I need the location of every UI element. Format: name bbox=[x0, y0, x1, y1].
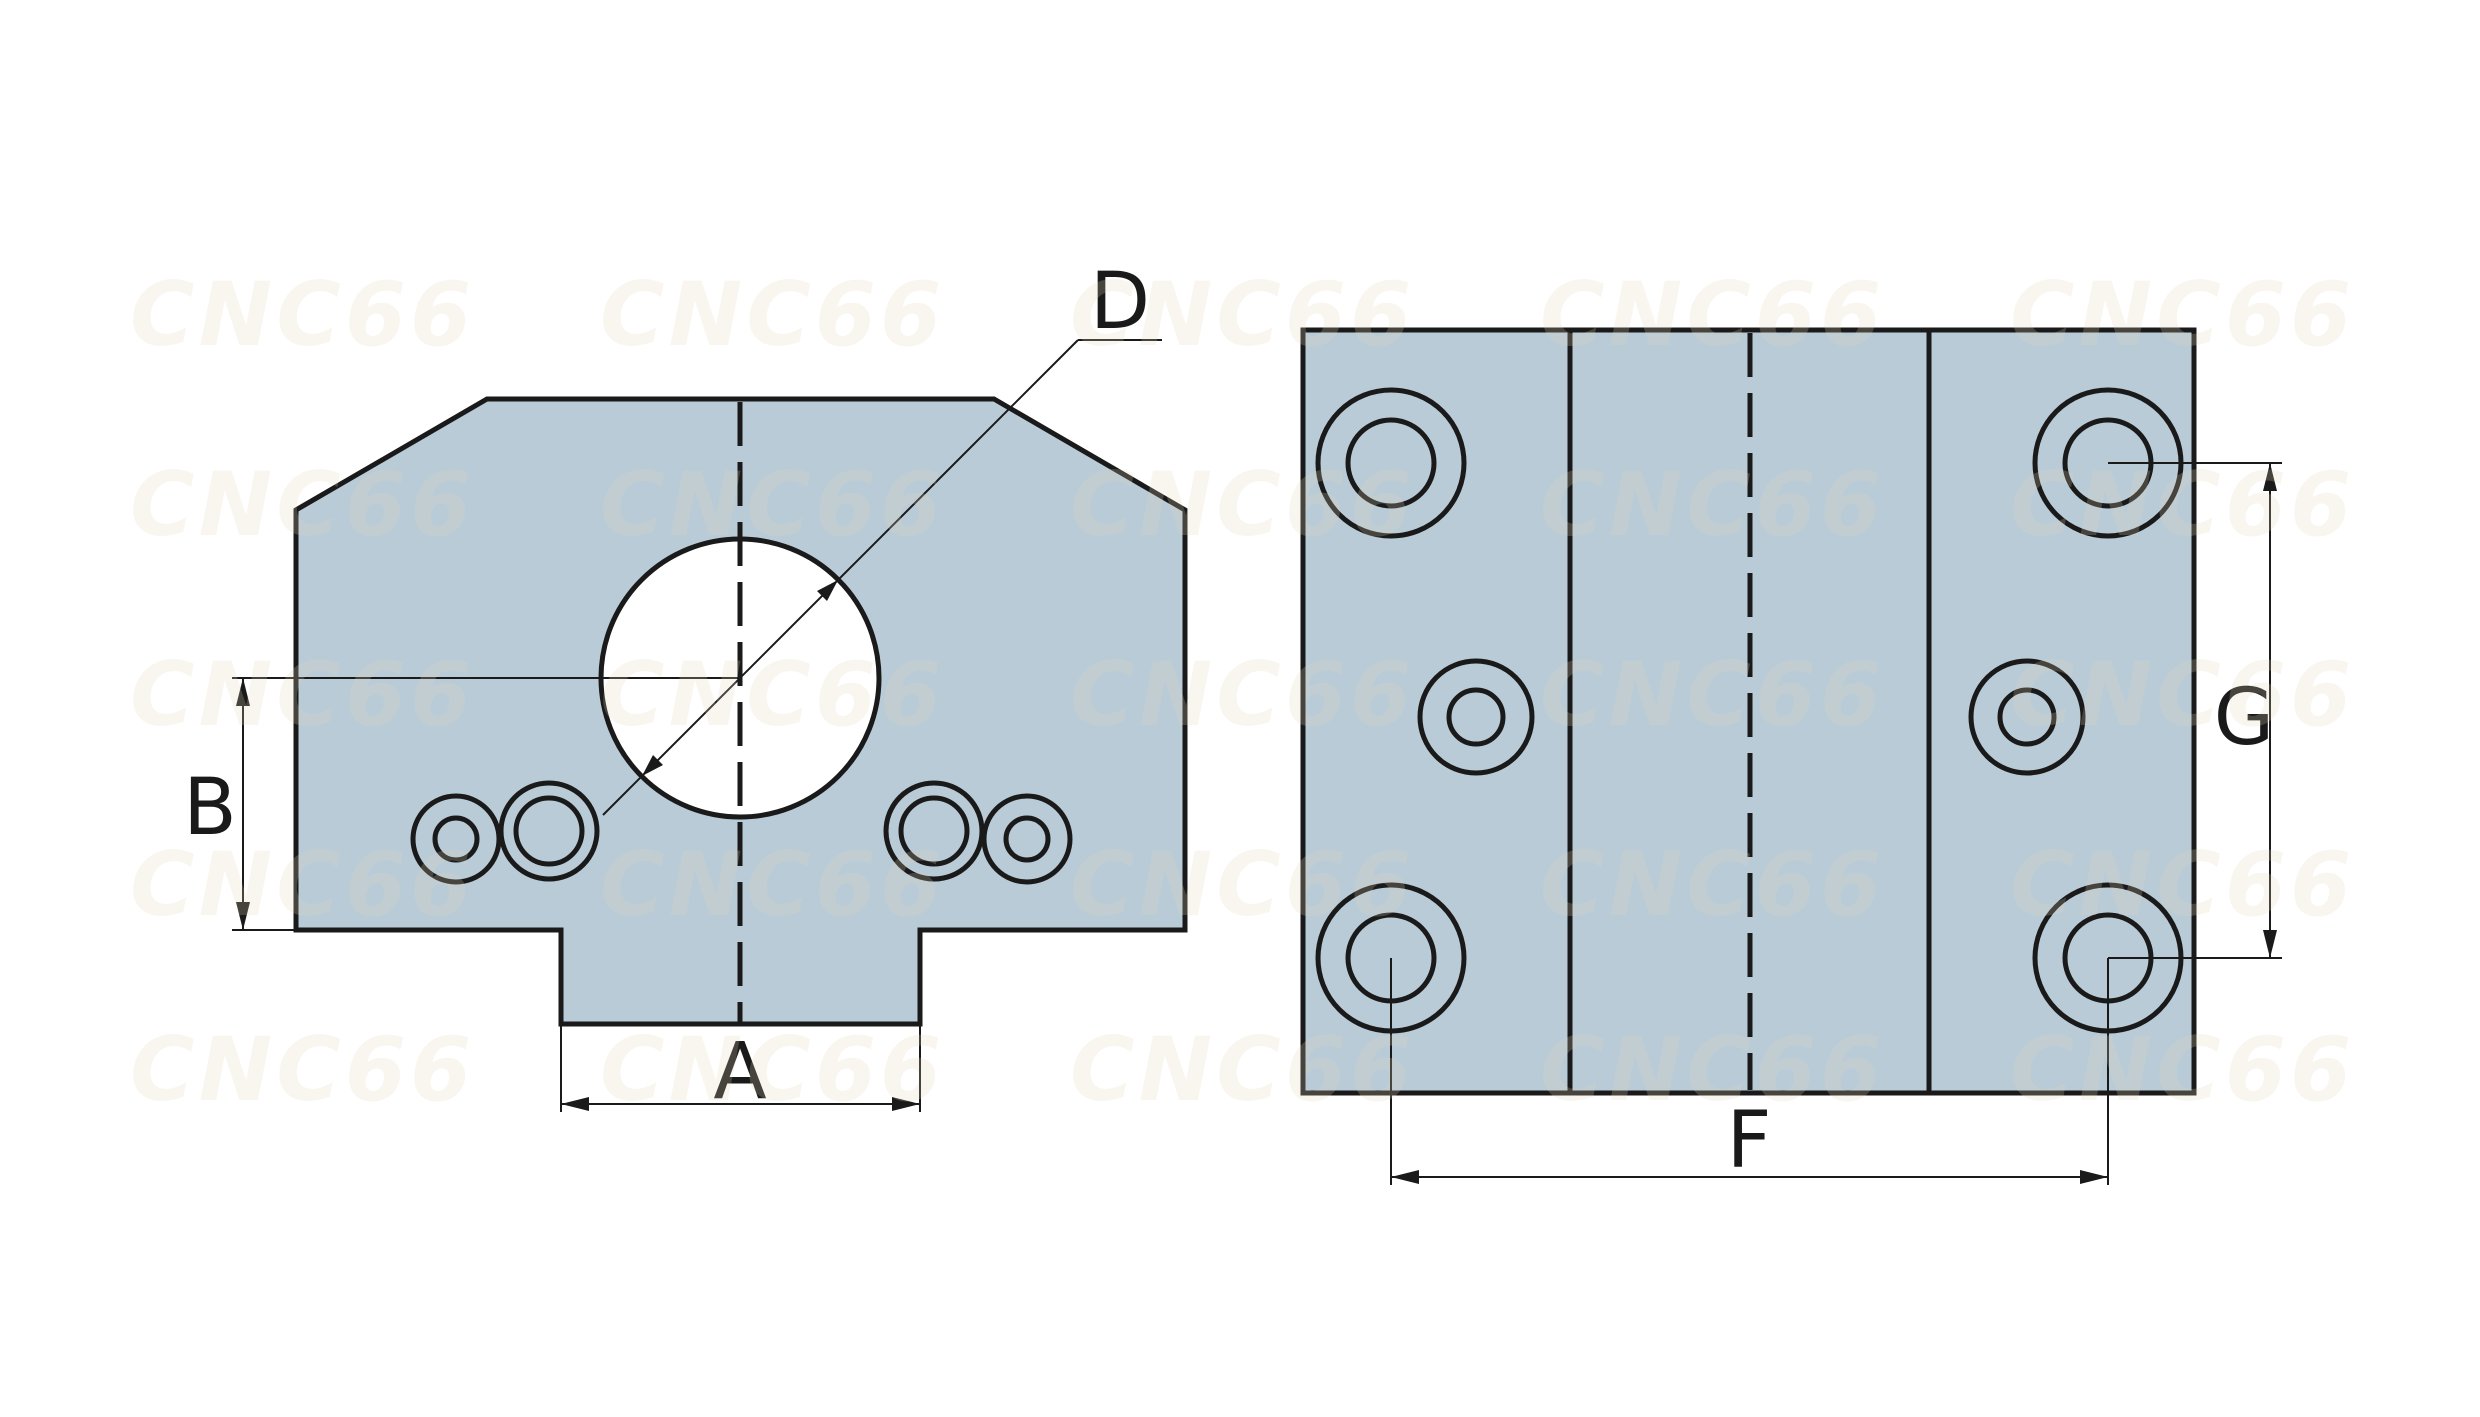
dimension-d: D bbox=[602, 257, 1162, 816]
counterbore-hole-left-outer bbox=[498, 780, 600, 882]
watermark-text: CNC66 bbox=[130, 1018, 475, 1121]
watermark-text: CNC66 bbox=[130, 453, 475, 556]
watermark-text: CNC66 bbox=[600, 453, 945, 556]
dimension-a-arrow-right bbox=[892, 1097, 920, 1111]
dimension-b-arrow-top bbox=[236, 678, 250, 706]
dimension-g-label: G bbox=[2214, 673, 2274, 763]
watermark-text: CNC66 bbox=[130, 643, 475, 746]
dimension-f-label: F bbox=[1727, 1096, 1772, 1186]
watermark-text: CNC66 bbox=[1070, 833, 1415, 936]
dimension-b-label: B bbox=[183, 763, 237, 853]
watermark-text: CNC66 bbox=[130, 833, 475, 936]
side-hole-top-left-outer bbox=[1315, 387, 1467, 539]
watermark-text: CNC66 bbox=[600, 1018, 945, 1121]
dimension-a: A bbox=[560, 1026, 921, 1117]
watermark-text: CNC66 bbox=[1070, 263, 1415, 366]
side-hole-mid-right-inner bbox=[1997, 687, 2057, 747]
dimension-f-arrow-right bbox=[2080, 1170, 2108, 1184]
watermark-text: CNC66 bbox=[600, 643, 945, 746]
dimension-f: F bbox=[1390, 958, 2109, 1186]
watermark-text: CNC66 bbox=[600, 833, 945, 936]
side-hole-mid-left-outer bbox=[1417, 658, 1535, 776]
dimension-d-arrow-upper bbox=[817, 580, 838, 601]
front-view: A B D bbox=[183, 257, 1188, 1117]
side-hole-mid-left-inner bbox=[1446, 687, 1506, 747]
watermark-text: CNC66 bbox=[1070, 1018, 1415, 1121]
watermark-text: CNC66 bbox=[2010, 453, 2355, 556]
watermark-text: CNC66 bbox=[2010, 1018, 2355, 1121]
dimension-a-arrow-left bbox=[561, 1097, 589, 1111]
watermark-text: CNC66 bbox=[1540, 263, 1885, 366]
dimension-b-arrow-bottom bbox=[236, 902, 250, 930]
watermark-text: CNC66 bbox=[130, 263, 475, 366]
dimension-f-arrow-left bbox=[1391, 1170, 1419, 1184]
small-hole-left-inner bbox=[432, 815, 480, 863]
dimension-d-label: D bbox=[1090, 257, 1150, 347]
small-hole-right-inner bbox=[1003, 815, 1051, 863]
counterbore-hole-right-outer bbox=[883, 780, 985, 882]
watermark-text: CNC66 bbox=[2010, 833, 2355, 936]
dimension-a-label: A bbox=[713, 1027, 766, 1117]
watermark-text: CNC66 bbox=[1070, 643, 1415, 746]
small-hole-left-outer bbox=[410, 793, 502, 885]
side-hole-mid-right-outer bbox=[1968, 658, 2086, 776]
watermark-text: CNC66 bbox=[600, 263, 945, 366]
dimension-b: B bbox=[183, 677, 740, 931]
counterbore-hole-right-inner bbox=[898, 795, 970, 867]
watermark-text: CNC66 bbox=[2010, 643, 2355, 746]
watermark-text: CNC66 bbox=[1540, 1018, 1885, 1121]
dimension-g: G bbox=[2108, 462, 2282, 959]
watermark-text: CNC66 bbox=[1540, 833, 1885, 936]
watermark-text: CNC66 bbox=[1070, 453, 1415, 556]
watermark-text: CNC66 bbox=[2010, 263, 2355, 366]
dimension-d-arrow-lower bbox=[642, 755, 663, 776]
watermark-text: CNC66 bbox=[1540, 643, 1885, 746]
dimension-g-arrow-top bbox=[2263, 463, 2277, 491]
side-hole-top-left-inner bbox=[1345, 417, 1437, 509]
watermark-text: CNC66 bbox=[1540, 453, 1885, 556]
small-hole-right-outer bbox=[981, 793, 1073, 885]
dimension-g-arrow-bottom bbox=[2263, 930, 2277, 958]
counterbore-hole-left-inner bbox=[513, 795, 585, 867]
side-view: F G bbox=[1300, 327, 2282, 1186]
